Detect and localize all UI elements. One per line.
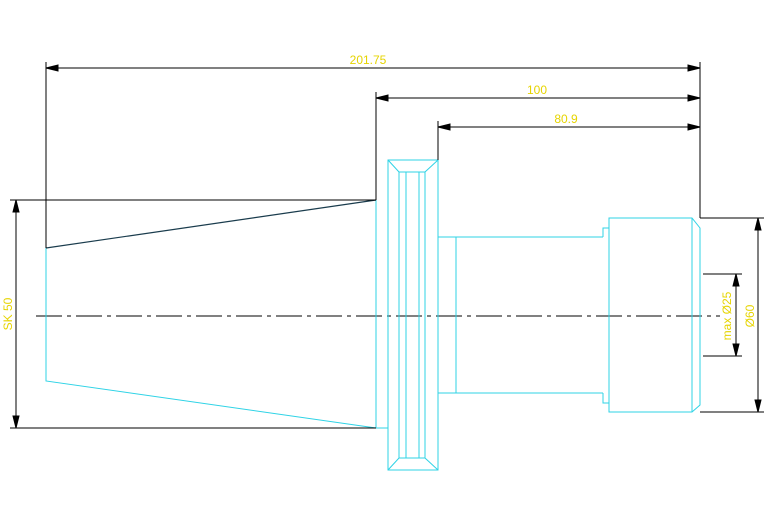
arrow-sk-bottom — [12, 415, 20, 429]
arrow-d60-top — [754, 217, 762, 231]
neck-outline — [438, 236, 457, 394]
arrow-80-right — [687, 123, 701, 131]
arrow-201-right — [687, 64, 701, 72]
arrow-d60-bottom — [754, 399, 762, 413]
dim-text-length-from-flange: 100 — [527, 83, 547, 97]
arrow-100-left — [375, 94, 389, 102]
dimension-lines — [10, 62, 764, 429]
v-groove-left — [387, 159, 400, 471]
arrow-201-left — [45, 64, 59, 72]
taper-top-edge — [45, 199, 377, 249]
nut-outline — [602, 217, 701, 413]
taper-body — [45, 248, 377, 429]
flange-outline — [375, 159, 439, 471]
arrow-sk-top — [12, 199, 20, 213]
arrow-80-left — [437, 123, 451, 131]
dim-text-overall-length: 201.75 — [350, 53, 387, 67]
v-groove-right — [424, 159, 439, 471]
arrow-100-right — [687, 94, 701, 102]
dim-text-outer-diameter: Ø60 — [743, 304, 757, 327]
dim-text-taper-size: SK 50 — [1, 297, 15, 330]
dim-text-length-to-shank: 80.9 — [554, 112, 578, 126]
part-outline — [45, 159, 701, 471]
arrow-d25-bottom — [732, 343, 740, 357]
dim-text-bore-diameter: max Ø25 — [720, 291, 734, 340]
arrow-d25-top — [732, 273, 740, 287]
